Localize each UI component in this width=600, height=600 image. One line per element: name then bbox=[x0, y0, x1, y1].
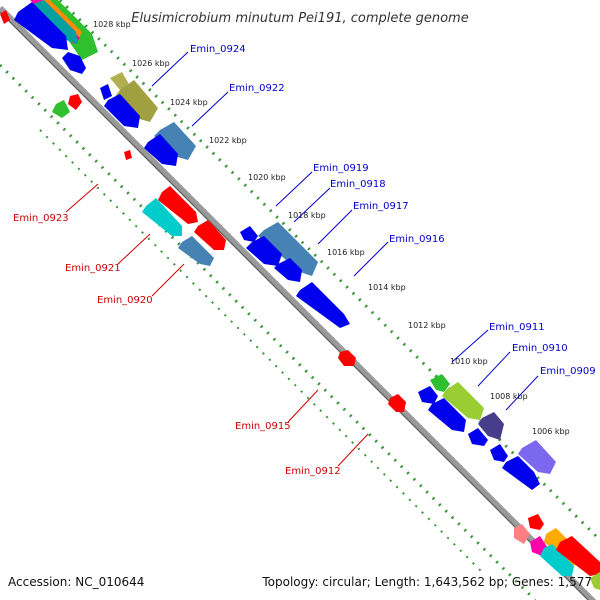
gene-label[interactable]: Emin_0912 bbox=[285, 466, 341, 477]
gene-arrow bbox=[144, 134, 178, 166]
kbp-label: 1012 kbp bbox=[408, 321, 446, 330]
kbp-label: 1016 kbp bbox=[327, 248, 365, 257]
gene-label[interactable]: Emin_0916 bbox=[389, 234, 445, 245]
gene-arrow bbox=[528, 514, 544, 530]
gene-label[interactable]: Emin_0921 bbox=[65, 263, 121, 274]
genome-backbone bbox=[0, 5, 597, 600]
gene-arrow bbox=[274, 258, 302, 282]
gene-arrow bbox=[154, 122, 196, 160]
gene-arrow bbox=[52, 100, 70, 118]
leader-line bbox=[451, 329, 489, 363]
gene-arrow bbox=[296, 282, 350, 328]
gene-arrow bbox=[430, 374, 450, 392]
gene-arrow bbox=[104, 94, 140, 128]
gene-label[interactable]: Emin_0911 bbox=[489, 322, 545, 333]
gene-label[interactable]: Emin_0923 bbox=[13, 213, 69, 224]
gene-arrow bbox=[110, 72, 130, 90]
gene-arrow bbox=[0, 10, 10, 24]
kbp-label: 1024 kbp bbox=[170, 98, 208, 107]
gene-label[interactable]: Emin_0922 bbox=[229, 83, 285, 94]
bottom-strand-genes bbox=[0, 10, 600, 590]
gene-arrow bbox=[428, 398, 466, 432]
gene-arrow bbox=[258, 222, 318, 276]
leader-line bbox=[287, 389, 319, 423]
kbp-label: 1014 kbp bbox=[368, 283, 406, 292]
kbp-label: 1018 kbp bbox=[288, 211, 326, 220]
gene-label[interactable]: Emin_0910 bbox=[512, 343, 568, 354]
accession-text: Accession: NC_010644 bbox=[8, 575, 144, 589]
leader-line bbox=[275, 171, 313, 207]
gene-arrow bbox=[388, 394, 406, 412]
gene-arrow bbox=[590, 572, 600, 590]
gene-arrow bbox=[240, 226, 258, 242]
gene-label[interactable]: Emin_0917 bbox=[353, 201, 409, 212]
gene-arrow bbox=[68, 94, 82, 110]
leader-line bbox=[337, 433, 369, 467]
leader-line bbox=[317, 209, 353, 245]
map-title: Elusimicrobium minutum Pei191, complete … bbox=[131, 11, 468, 26]
leader-line bbox=[293, 187, 331, 223]
kbp-label: 1022 kbp bbox=[209, 136, 247, 145]
ruler-outer-bottom bbox=[0, 63, 537, 600]
gene-arrow bbox=[556, 536, 600, 576]
leader-line bbox=[151, 51, 189, 87]
leader-line bbox=[477, 351, 511, 387]
kbp-label: 1006 kbp bbox=[532, 427, 570, 436]
leader-line bbox=[65, 183, 99, 213]
ruler-outer-top bbox=[58, 0, 600, 542]
gene-label[interactable]: Emin_0909 bbox=[540, 366, 596, 377]
gene-arrow bbox=[514, 524, 530, 544]
gene-arrow bbox=[502, 456, 540, 490]
kbp-label: 1026 kbp bbox=[132, 59, 170, 68]
leader-line bbox=[151, 263, 185, 297]
leader-line bbox=[505, 375, 539, 411]
topology-text: Topology: circular; Length: 1,643,562 bp… bbox=[261, 575, 592, 589]
gene-arrow bbox=[158, 186, 198, 224]
gene-arrow bbox=[540, 544, 574, 576]
leader-line bbox=[117, 233, 151, 265]
top-leader-lines bbox=[151, 51, 539, 411]
leader-line bbox=[191, 91, 229, 127]
bottom-leader-lines bbox=[65, 183, 369, 467]
gene-arrow bbox=[338, 350, 356, 366]
gene-arrow bbox=[124, 150, 132, 160]
genome-backbone-shade bbox=[0, 11, 589, 600]
gene-label[interactable]: Emin_0918 bbox=[330, 179, 386, 190]
gene-label[interactable]: Emin_0924 bbox=[190, 44, 246, 55]
kbp-label: 1028 kbp bbox=[93, 20, 131, 29]
top-strand-genes bbox=[14, 0, 556, 490]
leader-line bbox=[353, 241, 389, 277]
gene-label[interactable]: Emin_0915 bbox=[235, 421, 291, 432]
gene-arrow bbox=[518, 440, 556, 474]
gene-arrow bbox=[142, 198, 182, 236]
gene-arrow bbox=[178, 236, 214, 266]
kbp-label: 1020 kbp bbox=[248, 173, 286, 182]
gene-arrow bbox=[418, 386, 438, 404]
gene-arrow bbox=[442, 382, 484, 420]
gene-arrow bbox=[246, 236, 282, 266]
gene-label[interactable]: Emin_0920 bbox=[97, 295, 153, 306]
kbp-label: 1008 kbp bbox=[490, 392, 528, 401]
kbp-label: 1010 kbp bbox=[450, 357, 488, 366]
gene-arrow bbox=[100, 84, 112, 100]
gene-arrow bbox=[468, 428, 488, 446]
gene-arrow bbox=[478, 412, 504, 440]
gene-arrow bbox=[194, 220, 226, 250]
gene-arrow bbox=[490, 444, 508, 462]
gene-arrow bbox=[14, 2, 68, 50]
ruler-inner-bottom bbox=[39, 129, 486, 576]
gene-arrow bbox=[114, 80, 158, 122]
gene-label[interactable]: Emin_0919 bbox=[313, 163, 369, 174]
gene-arrow bbox=[62, 52, 86, 74]
